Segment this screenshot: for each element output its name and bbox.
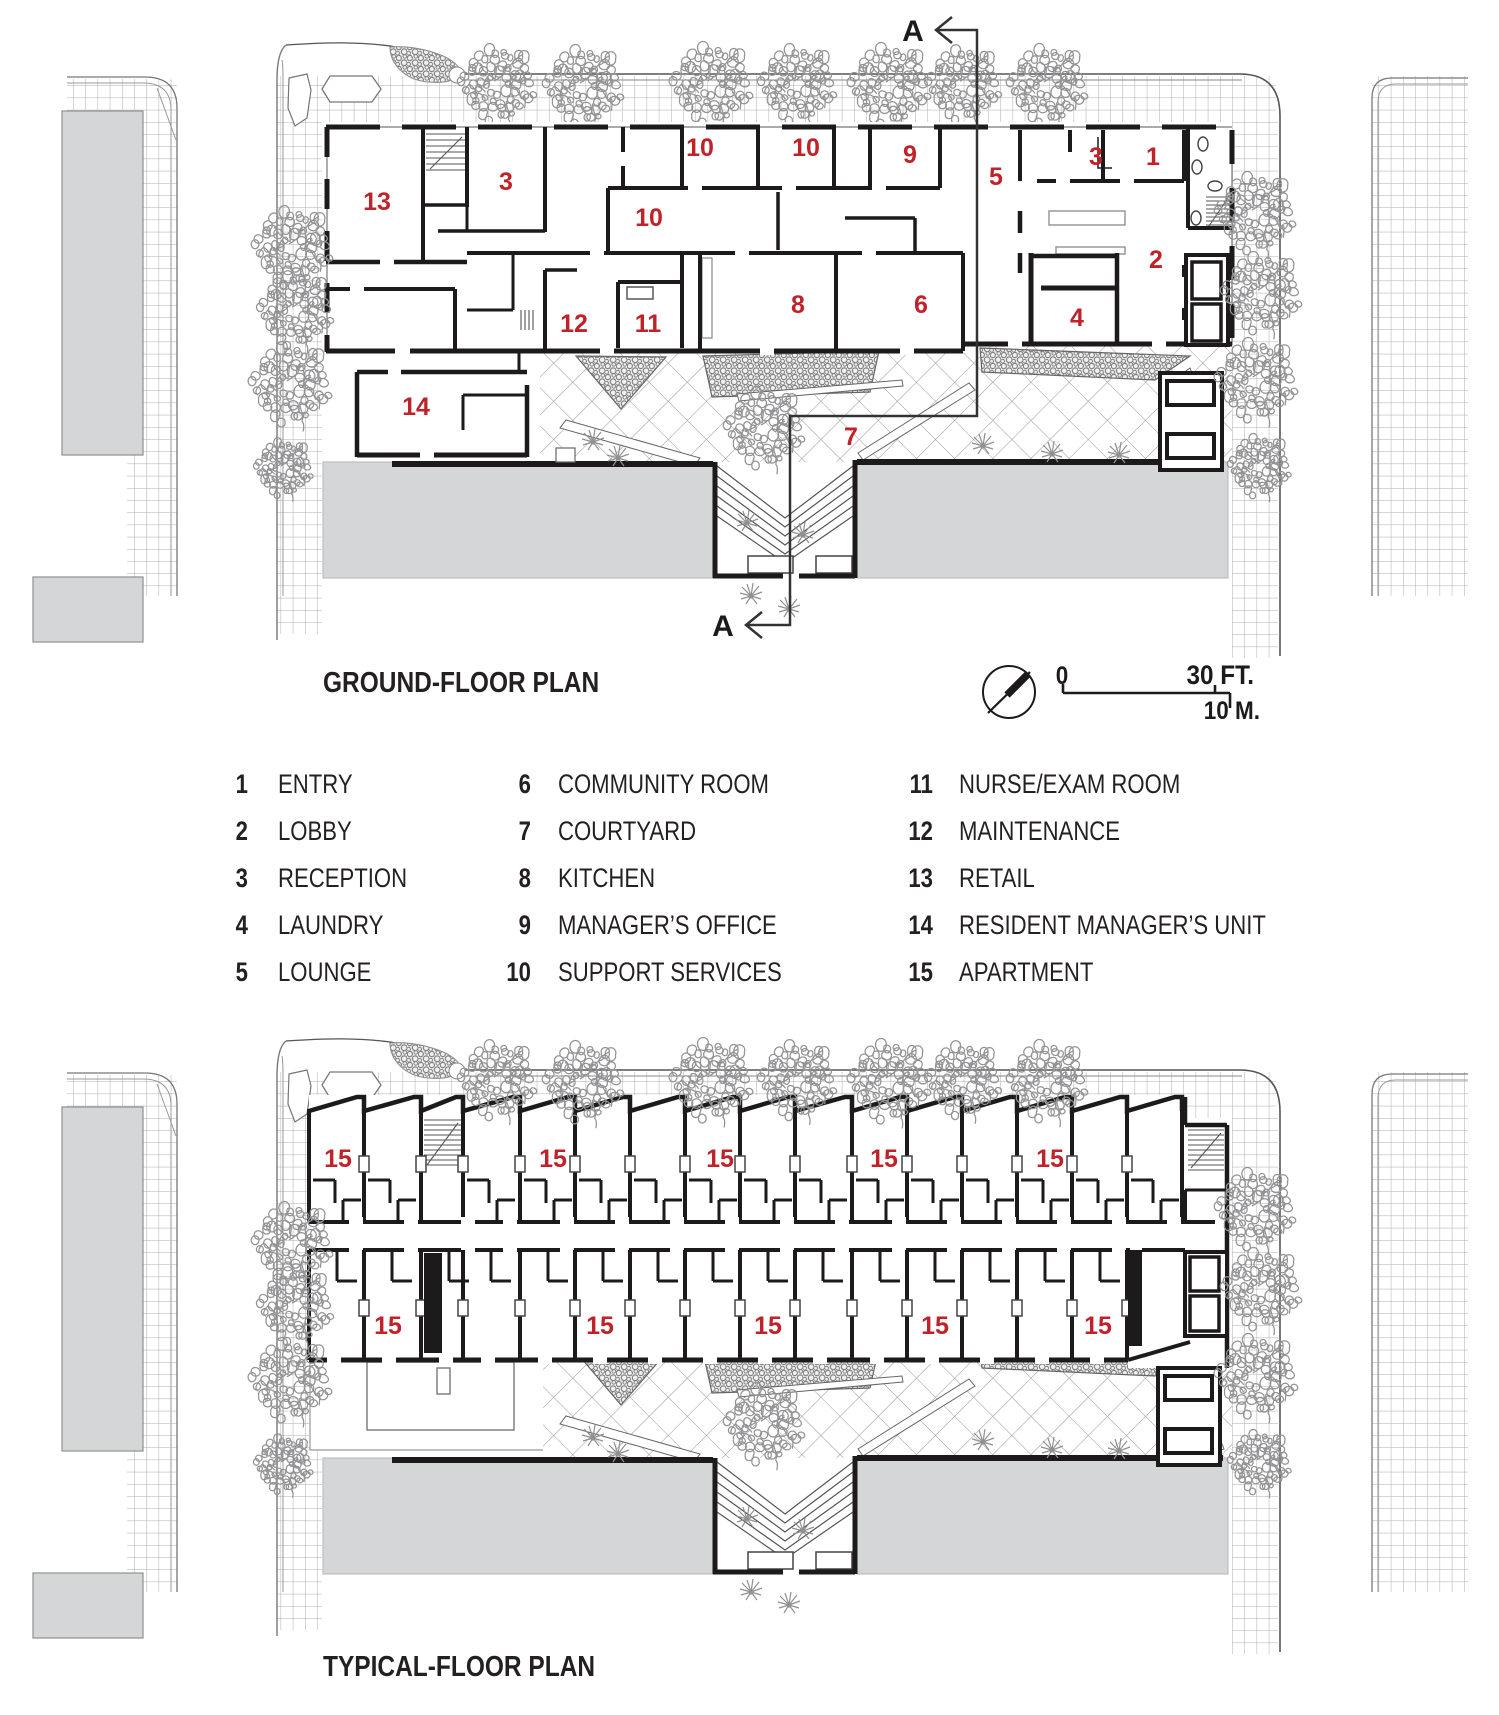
svg-text:8: 8 bbox=[791, 291, 805, 319]
svg-text:1: 1 bbox=[236, 770, 249, 800]
svg-text:2: 2 bbox=[236, 817, 248, 847]
svg-text:TYPICAL-FLOOR PLAN: TYPICAL-FLOOR PLAN bbox=[323, 1650, 595, 1682]
svg-text:12: 12 bbox=[908, 817, 933, 847]
svg-text:9: 9 bbox=[519, 911, 531, 941]
svg-text:5: 5 bbox=[989, 163, 1003, 191]
svg-text:0: 0 bbox=[1056, 662, 1069, 690]
svg-text:11: 11 bbox=[910, 770, 934, 800]
svg-text:10: 10 bbox=[686, 134, 714, 162]
svg-text:14: 14 bbox=[402, 393, 430, 421]
svg-text:9: 9 bbox=[903, 141, 917, 169]
svg-text:14: 14 bbox=[908, 911, 933, 941]
svg-text:3: 3 bbox=[1089, 143, 1103, 171]
svg-text:SUPPORT SERVICES: SUPPORT SERVICES bbox=[558, 958, 782, 988]
svg-text:2: 2 bbox=[1149, 246, 1163, 274]
svg-text:12: 12 bbox=[560, 310, 588, 338]
svg-text:15: 15 bbox=[586, 1312, 614, 1340]
svg-text:GROUND-FLOOR PLAN: GROUND-FLOOR PLAN bbox=[323, 666, 599, 698]
svg-text:7: 7 bbox=[844, 423, 858, 451]
svg-text:LAUNDRY: LAUNDRY bbox=[278, 911, 383, 941]
svg-text:4: 4 bbox=[236, 911, 249, 941]
svg-text:7: 7 bbox=[519, 817, 531, 847]
svg-text:1: 1 bbox=[1146, 143, 1160, 171]
svg-text:6: 6 bbox=[914, 291, 928, 319]
svg-text:15: 15 bbox=[539, 1145, 567, 1173]
svg-text:NURSE/EXAM ROOM: NURSE/EXAM ROOM bbox=[959, 770, 1180, 800]
svg-text:RETAIL: RETAIL bbox=[959, 864, 1035, 894]
svg-text:10: 10 bbox=[792, 134, 820, 162]
svg-text:15: 15 bbox=[374, 1312, 402, 1340]
svg-text:15: 15 bbox=[870, 1145, 898, 1173]
svg-text:10: 10 bbox=[506, 958, 531, 988]
svg-text:11: 11 bbox=[635, 310, 662, 338]
svg-text:15: 15 bbox=[706, 1145, 734, 1173]
svg-text:10: 10 bbox=[635, 204, 663, 232]
svg-text:ENTRY: ENTRY bbox=[278, 770, 353, 800]
svg-text:A: A bbox=[712, 610, 734, 643]
svg-text:KITCHEN: KITCHEN bbox=[558, 864, 655, 894]
svg-text:13: 13 bbox=[908, 864, 933, 894]
svg-text:10 M.: 10 M. bbox=[1204, 697, 1260, 725]
svg-text:15: 15 bbox=[754, 1312, 782, 1340]
svg-text:COMMUNITY ROOM: COMMUNITY ROOM bbox=[558, 770, 769, 800]
svg-text:5: 5 bbox=[236, 958, 249, 988]
svg-text:COURTYARD: COURTYARD bbox=[558, 817, 696, 847]
svg-text:LOBBY: LOBBY bbox=[278, 817, 352, 847]
svg-text:A: A bbox=[902, 15, 924, 48]
svg-text:15: 15 bbox=[324, 1145, 352, 1173]
svg-text:15: 15 bbox=[908, 958, 933, 988]
svg-text:APARTMENT: APARTMENT bbox=[959, 958, 1093, 988]
svg-text:MANAGER’S OFFICE: MANAGER’S OFFICE bbox=[558, 911, 777, 941]
svg-text:RECEPTION: RECEPTION bbox=[278, 864, 407, 894]
svg-text:15: 15 bbox=[1036, 1145, 1064, 1173]
svg-text:4: 4 bbox=[1070, 304, 1084, 332]
svg-text:3: 3 bbox=[499, 168, 513, 196]
svg-text:MAINTENANCE: MAINTENANCE bbox=[959, 817, 1120, 847]
svg-text:15: 15 bbox=[1084, 1312, 1112, 1340]
svg-text:6: 6 bbox=[519, 770, 531, 800]
svg-text:RESIDENT MANAGER’S UNIT: RESIDENT MANAGER’S UNIT bbox=[959, 911, 1266, 941]
svg-text:8: 8 bbox=[519, 864, 531, 894]
svg-text:15: 15 bbox=[921, 1312, 949, 1340]
svg-text:13: 13 bbox=[363, 188, 391, 216]
svg-text:3: 3 bbox=[236, 864, 248, 894]
svg-text:LOUNGE: LOUNGE bbox=[278, 958, 371, 988]
svg-text:30 FT.: 30 FT. bbox=[1187, 661, 1254, 690]
